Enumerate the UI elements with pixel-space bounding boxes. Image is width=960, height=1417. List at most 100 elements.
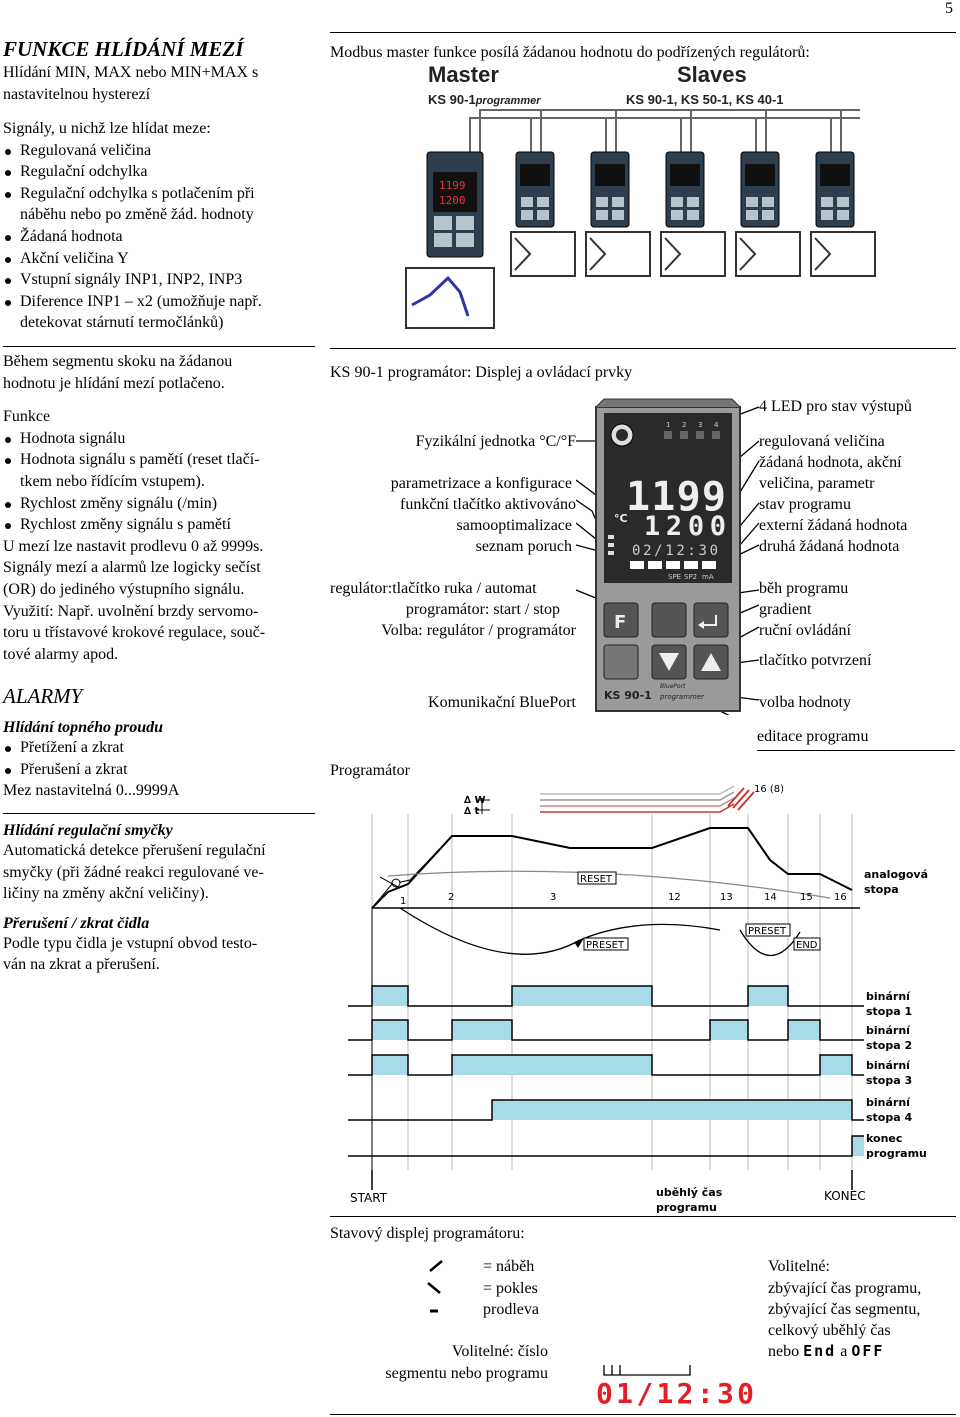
ind-label: SPE bbox=[668, 573, 681, 581]
page-number: 5 bbox=[945, 0, 953, 17]
track-label: stopa 4 bbox=[866, 1111, 912, 1124]
signals-block: Signály, u nichž lze hlídat meze: Regulo… bbox=[3, 118, 323, 334]
segment-note-2: hodnotu je hlídání mezí potlačeno. bbox=[3, 374, 225, 392]
preset-label: PRESET bbox=[586, 940, 625, 951]
optional-right: zbývající čas segmentu, bbox=[768, 1301, 921, 1318]
optional-right: celkový uběhlý čas bbox=[768, 1322, 891, 1339]
down-arrow-icon bbox=[659, 653, 679, 671]
label-sp: žádaná hodnota, akční bbox=[759, 454, 902, 471]
label-edit: editace programu bbox=[757, 728, 869, 745]
right-rule-2 bbox=[757, 750, 955, 751]
label-blueport: Komunikační BluePort bbox=[428, 694, 576, 711]
subtitle-line-2: nastavitelnou hysterezí bbox=[3, 85, 151, 103]
master-device bbox=[426, 151, 484, 258]
display-pv: 1199 bbox=[626, 474, 726, 520]
cidlo-text: Podle typu čidla je vstupní obvod testo- bbox=[3, 934, 258, 952]
master-title: Master bbox=[428, 62, 499, 87]
list-item-cont: náběhu nebo po změně žád. hodnoty bbox=[20, 206, 254, 224]
seg-number: 13 bbox=[720, 892, 733, 903]
label-ext-sp: externí žádaná hodnota bbox=[759, 517, 908, 534]
alarmy-title: ALARMY bbox=[3, 684, 83, 708]
list-item: Vstupní signály INP1, INP2, INP3 bbox=[3, 269, 323, 291]
smycka-text: Automatická detekce přerušení regulační bbox=[3, 842, 266, 859]
run-key[interactable] bbox=[651, 602, 687, 638]
led-number: 4 bbox=[714, 421, 719, 429]
led-number: 3 bbox=[698, 421, 702, 429]
status-display: 01/12:30 bbox=[596, 1365, 754, 1409]
list-item: Akční veličina Y bbox=[3, 248, 323, 270]
up-arrow-icon bbox=[701, 653, 721, 671]
modbus-diagram: 1199 1200 bbox=[405, 109, 876, 329]
master-display-bottom: 1200 bbox=[439, 194, 466, 207]
legend-up: = náběh bbox=[483, 1258, 535, 1275]
label-errors: seznam poruch bbox=[475, 538, 572, 555]
status-display-value: 01/12:30 bbox=[596, 1377, 754, 1409]
modbus-caption: Modbus master funkce posílá žádanou hodn… bbox=[330, 44, 810, 61]
master-model: KS 90-1programmer bbox=[428, 92, 541, 107]
seg-number: 3 bbox=[550, 892, 556, 903]
label-sp-2: veličina, parametr bbox=[759, 475, 875, 492]
legend-dwell: prodleva bbox=[483, 1301, 539, 1318]
track-label: binární bbox=[866, 1024, 911, 1037]
track-label: stopa 2 bbox=[866, 1039, 912, 1052]
funkce-text: (OR) do jediného výstupního signálu. bbox=[3, 580, 245, 598]
smycka-text: smyčky (při žádné reakci regulované ve- bbox=[3, 863, 264, 881]
right-rule-3 bbox=[330, 1216, 956, 1217]
led-number: 2 bbox=[682, 421, 686, 429]
slaves-title: Slaves bbox=[677, 62, 747, 87]
konec-label: KONEC bbox=[824, 1189, 866, 1203]
list-item: Hodnota signálu s pamětí (reset tlačí- bbox=[3, 449, 323, 471]
optional-right: Volitelné: bbox=[768, 1258, 830, 1275]
label-start-stop: programátor: start / stop bbox=[405, 601, 560, 618]
list-item: Regulovaná veličina bbox=[3, 140, 323, 162]
ramp-up-icon bbox=[429, 1260, 443, 1272]
track-label: binární bbox=[866, 1059, 911, 1072]
alarmy-block: ALARMY Hlídání topného proudu Přetížení … bbox=[3, 684, 323, 802]
list-item: Regulační odchylka bbox=[3, 161, 323, 183]
section-title-funkce: FUNKCE HLÍDÁNÍ MEZÍ bbox=[3, 37, 244, 61]
elapsed-label: uběhlý čas bbox=[656, 1186, 723, 1199]
smycka-text: ličiny na změny akční veličiny). bbox=[3, 885, 209, 903]
label-param: parametrizace a konfigurace bbox=[390, 475, 572, 492]
blueport bbox=[603, 644, 639, 680]
seg-number: 1 bbox=[400, 896, 406, 907]
end-label: END bbox=[796, 940, 818, 951]
label-gradient: gradient bbox=[759, 601, 812, 618]
delta-w: ∆ W bbox=[464, 795, 485, 806]
optional-left-1: Volitelné: číslo bbox=[451, 1343, 548, 1360]
list-item: Diference INP1 – x2 (umožňuje např. bbox=[3, 291, 323, 313]
f-key[interactable] bbox=[603, 602, 639, 638]
track-label: konec bbox=[866, 1132, 902, 1145]
list-item: Hodnota signálu bbox=[3, 428, 323, 450]
label-run: běh programu bbox=[759, 580, 849, 597]
right-rule-1 bbox=[330, 348, 956, 349]
list-item: Přerušení a zkrat bbox=[3, 759, 323, 781]
track-label: binární bbox=[866, 1096, 911, 1109]
track-label: stopa 3 bbox=[866, 1074, 912, 1087]
funkce-text: toru u třístavové krokové regulace, souč… bbox=[3, 624, 266, 642]
legend-down: = pokles bbox=[483, 1280, 538, 1297]
optional-left-2: segmentu nebo programu bbox=[385, 1365, 548, 1382]
end-word: End bbox=[803, 1342, 837, 1360]
label-selftune: samooptimalizace bbox=[456, 517, 572, 534]
ramp-down-icon bbox=[427, 1282, 441, 1294]
delta-t: ∆ t bbox=[464, 806, 479, 817]
reset-label: RESET bbox=[580, 874, 613, 885]
track-label: stopa 1 bbox=[866, 1005, 912, 1018]
funkce-block: Během segmentu skoku na žádanou hodnotu … bbox=[3, 351, 323, 665]
funkce-text: tové alarmy apod. bbox=[3, 645, 119, 663]
left-rule-1 bbox=[3, 346, 315, 347]
track-label: programu bbox=[866, 1147, 927, 1160]
label-sp2: druhá žádaná hodnota bbox=[759, 538, 900, 555]
enter-key[interactable] bbox=[693, 602, 729, 638]
funkce-heading: Funkce bbox=[3, 408, 51, 426]
bluport-mark: BluePort bbox=[660, 683, 686, 690]
ind-label: mA bbox=[702, 573, 714, 581]
cidlo-heading: Přerušení / zkrat čidla bbox=[3, 914, 150, 932]
topny-text: Mez nastavitelná 0...9999A bbox=[3, 782, 180, 800]
seg-number: 16 bbox=[834, 892, 847, 903]
master-display-top: 1199 bbox=[439, 179, 466, 192]
list-item: Regulační odchylka s potlačením při bbox=[3, 183, 323, 205]
status-icons bbox=[427, 1260, 443, 1313]
label-select: volba hodnoty bbox=[759, 694, 851, 711]
